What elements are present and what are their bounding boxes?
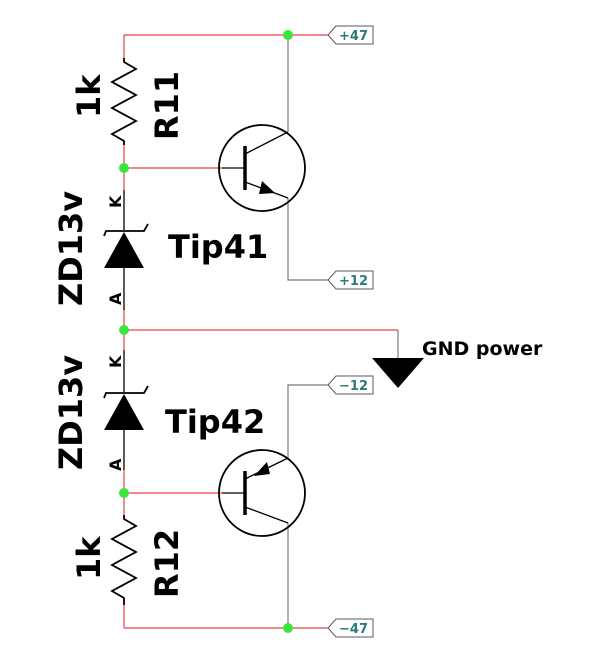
wire-t1-emitter <box>287 198 328 281</box>
gnd-triangle <box>372 358 424 388</box>
port-plus-47-label: +47 <box>339 29 368 44</box>
wires <box>123 34 399 629</box>
transistor-tip42-body <box>218 449 306 537</box>
port-plus-12-tag <box>327 270 374 290</box>
transistor-tip42-collector-lead <box>244 506 289 524</box>
junction-node <box>283 30 293 40</box>
zener-bottom-a-label: A <box>106 458 125 471</box>
zener-bottom-triangle <box>104 394 144 430</box>
junction-node <box>283 623 293 633</box>
transistor-tip41-arrow <box>259 181 275 194</box>
gnd-symbol: GND power <box>372 338 543 388</box>
transistor-tip41-collector-lead <box>244 131 289 155</box>
port-minus-47: −47 <box>327 618 374 638</box>
zener-top-a-label: A <box>106 292 125 305</box>
junction-node <box>119 163 129 173</box>
resistor-r11-zigzag <box>110 58 138 145</box>
junction-node <box>119 325 129 335</box>
zener-bottom-bar <box>103 385 149 399</box>
port-minus-47-label: −47 <box>339 622 368 637</box>
zener-top-k-label: K <box>106 195 125 208</box>
zener-top-triangle <box>104 232 144 268</box>
resistor-r12-value: 1k <box>70 536 108 580</box>
resistor-r11: 1k R11 <box>70 58 186 145</box>
zener-bottom: K A ZD13v <box>52 350 149 471</box>
transistor-tip41-body <box>218 124 306 212</box>
junction-nodes <box>119 30 293 633</box>
zener-top-bar <box>103 223 149 237</box>
transistor-tip42: Tip42 <box>165 403 306 537</box>
transistor-tip41: Tip41 <box>168 124 306 266</box>
resistor-r12: 1k R12 <box>70 515 186 605</box>
transistor-tip42-arrow <box>254 462 270 476</box>
port-minus-12-tag <box>327 375 374 395</box>
port-minus-47-tag <box>327 618 374 638</box>
zener-bottom-k-label: K <box>106 355 125 368</box>
resistor-r11-value: 1k <box>70 74 108 118</box>
zener-bottom-name: ZD13v <box>52 355 90 470</box>
junction-node <box>119 488 129 498</box>
port-plus-47: +47 <box>327 25 374 45</box>
transistor-tip41-label: Tip41 <box>168 228 268 266</box>
port-plus-12-label: +12 <box>339 274 368 289</box>
port-plus-47-tag <box>327 25 374 45</box>
gnd-label: GND power <box>422 338 543 360</box>
port-minus-12: −12 <box>327 375 374 395</box>
transistor-tip42-label: Tip42 <box>165 403 265 441</box>
resistor-r12-zigzag <box>110 515 138 605</box>
wire-t2-emitter <box>287 384 328 458</box>
resistor-r12-name: R12 <box>148 529 186 598</box>
zener-top-name: ZD13v <box>52 191 90 306</box>
zener-top: K A ZD13v <box>52 190 149 310</box>
port-plus-12: +12 <box>327 270 374 290</box>
port-minus-12-label: −12 <box>339 379 368 394</box>
resistor-r11-name: R11 <box>148 71 186 140</box>
